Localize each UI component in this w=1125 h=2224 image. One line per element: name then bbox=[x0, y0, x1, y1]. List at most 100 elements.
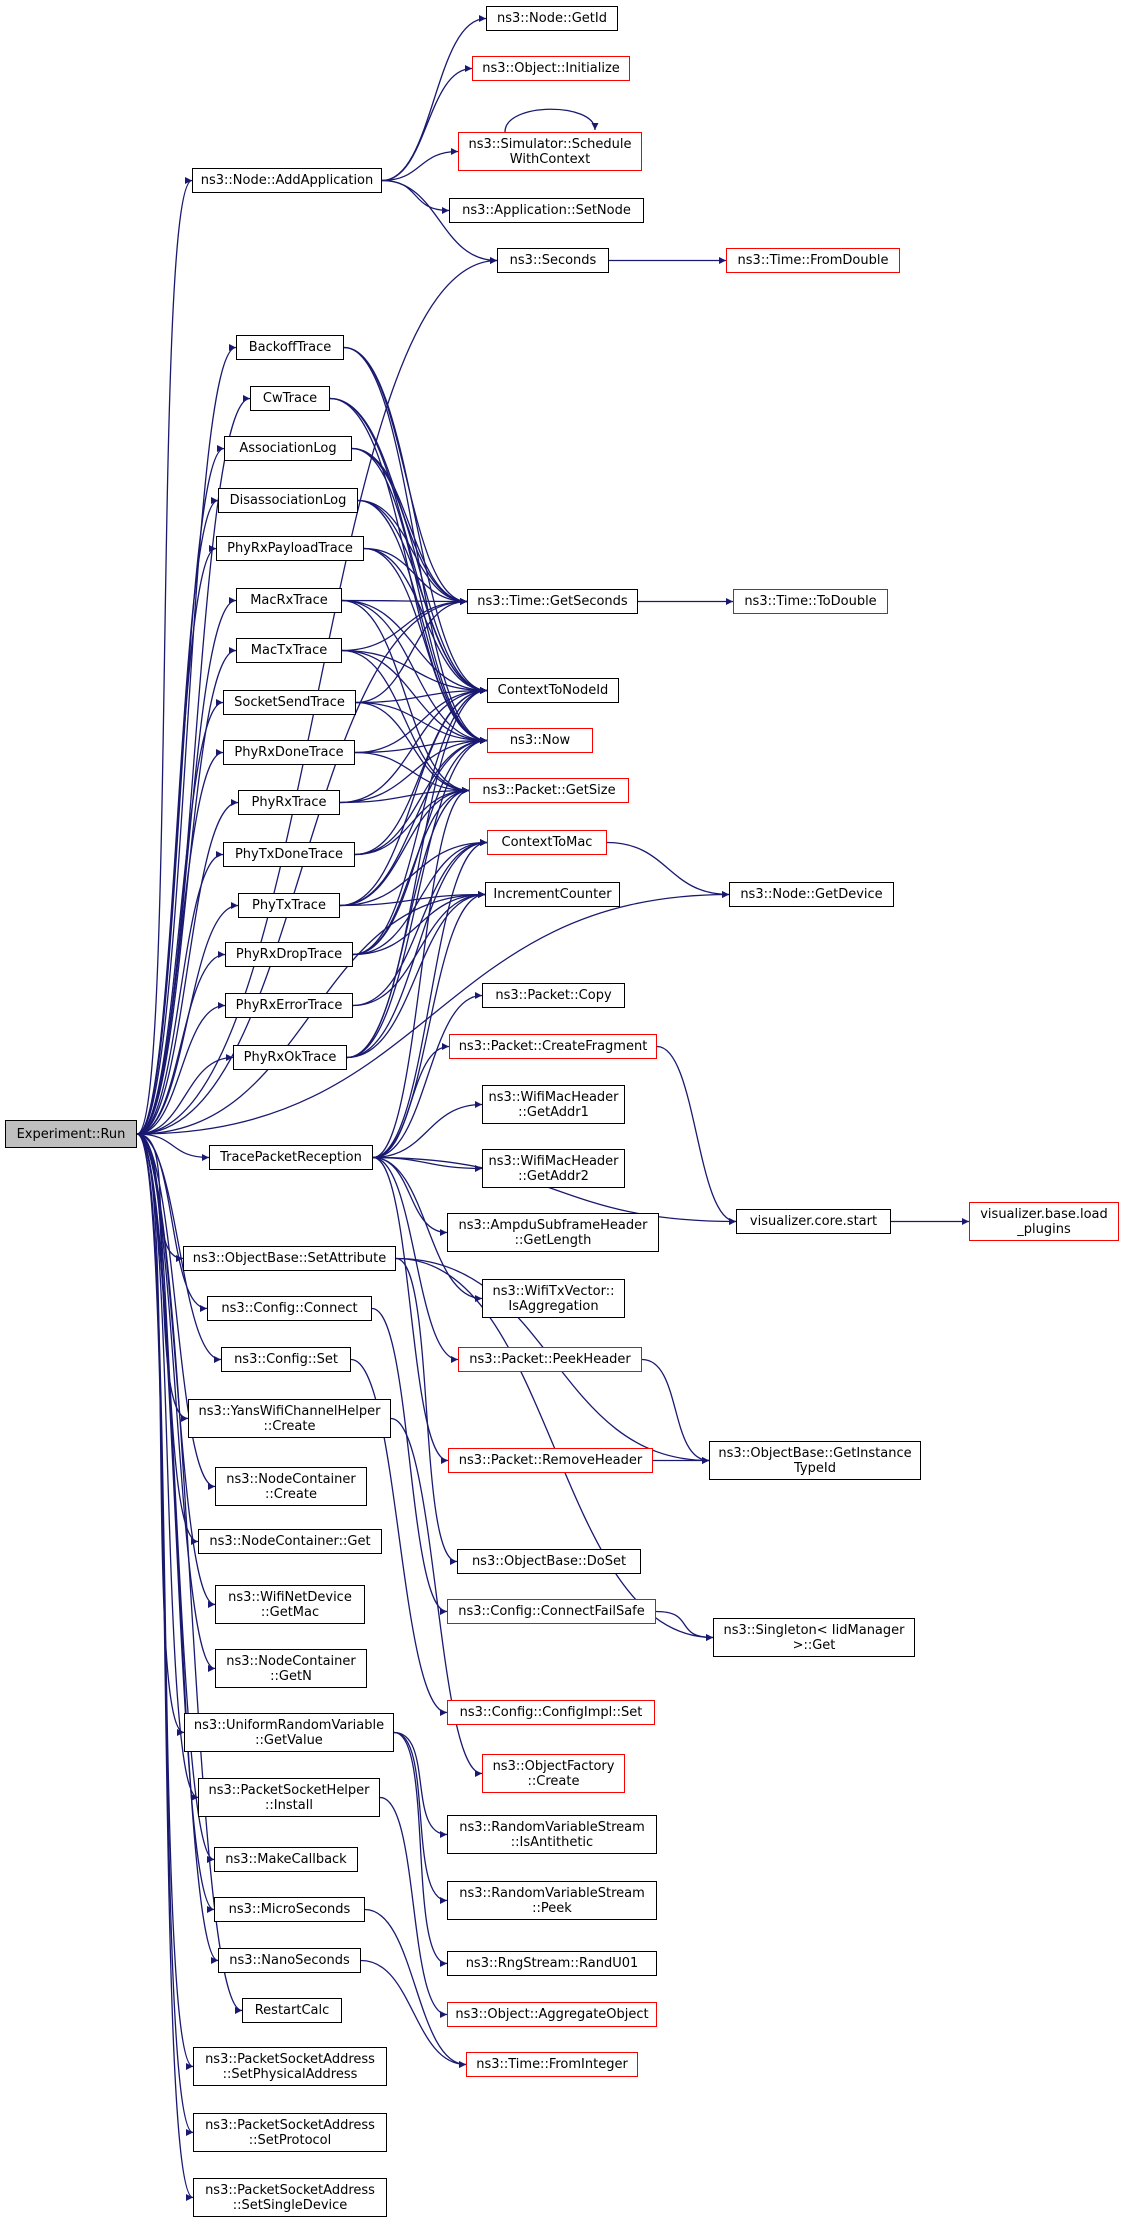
node-phytxdone[interactable]: PhyTxDoneTrace bbox=[223, 842, 355, 867]
node-isagg[interactable]: ns3::WifiTxVector::IsAggregation bbox=[482, 1279, 625, 1318]
node-setattr[interactable]: ns3::ObjectBase::SetAttribute bbox=[183, 1246, 396, 1271]
node-aggobj[interactable]: ns3::Object::AggregateObject bbox=[447, 2002, 657, 2027]
node-label: DisassociationLog bbox=[229, 493, 347, 508]
node-randu01[interactable]: ns3::RngStream::RandU01 bbox=[447, 1951, 657, 1976]
edge-phyrxpayload-to-now bbox=[363, 547, 488, 744]
node-todouble[interactable]: ns3::Time::ToDouble bbox=[733, 589, 888, 614]
node-createfrag[interactable]: ns3::Packet::CreateFragment bbox=[449, 1034, 657, 1059]
edge-root-to-phyrxdone bbox=[136, 749, 224, 1135]
node-label: ns3::Seconds bbox=[509, 253, 597, 268]
node-phytx[interactable]: PhyTxTrace bbox=[238, 893, 340, 918]
edge-urvget-to-randu01 bbox=[393, 1731, 448, 1967]
node-cfgimplset[interactable]: ns3::Config::ConfigImpl::Set bbox=[447, 1700, 655, 1725]
edge-urvget-to-peek bbox=[393, 1731, 448, 1904]
node-singleton[interactable]: ns3::Singleton< IidManager>::Get bbox=[713, 1618, 915, 1657]
edge-root-to-addapp bbox=[136, 177, 193, 1135]
node-disassoc[interactable]: DisassociationLog bbox=[218, 488, 358, 513]
edge-phyrxdrop-to-getsize bbox=[352, 787, 470, 956]
node-urvget[interactable]: ns3::UniformRandomVariable::GetValue bbox=[184, 1713, 394, 1752]
edge-phyrxerr-to-ctxmac bbox=[352, 839, 488, 1007]
node-addr2[interactable]: ns3::WifiMacHeader::GetAddr2 bbox=[482, 1149, 625, 1188]
edge-phytxdone-to-ctxnode bbox=[354, 687, 488, 856]
node-label: ns3::WifiMacHeader bbox=[488, 1153, 619, 1169]
node-label: _plugins bbox=[1017, 1221, 1071, 1237]
node-phyrxdone[interactable]: PhyRxDoneTrace bbox=[223, 740, 355, 765]
node-peek[interactable]: ns3::RandomVariableStream::Peek bbox=[447, 1881, 657, 1920]
node-setsingle[interactable]: ns3::PacketSocketAddress::SetSingleDevic… bbox=[193, 2178, 387, 2217]
node-mactx[interactable]: MacTxTrace bbox=[236, 638, 342, 663]
node-cfgconnect[interactable]: ns3::Config::Connect bbox=[207, 1296, 372, 1321]
node-setproto[interactable]: ns3::PacketSocketAddress::SetProtocol bbox=[193, 2113, 387, 2152]
node-phyrxdrop[interactable]: PhyRxDropTrace bbox=[225, 942, 353, 967]
node-ctxnode[interactable]: ContextToNodeId bbox=[487, 678, 619, 703]
node-tracepkt[interactable]: TracePacketReception bbox=[209, 1145, 373, 1170]
node-nano[interactable]: ns3::NanoSeconds bbox=[218, 1948, 361, 1973]
node-label: ns3::WifiTxVector:: bbox=[492, 1283, 615, 1299]
node-addr1[interactable]: ns3::WifiMacHeader::GetAddr1 bbox=[482, 1085, 625, 1124]
node-restart[interactable]: RestartCalc bbox=[242, 1998, 342, 2023]
node-setnode[interactable]: ns3::Application::SetNode bbox=[449, 198, 644, 223]
node-getdevice[interactable]: ns3::Node::GetDevice bbox=[729, 882, 894, 907]
node-ctxmac[interactable]: ContextToMac bbox=[487, 830, 607, 855]
node-removehdr[interactable]: ns3::Packet::RemoveHeader bbox=[448, 1448, 653, 1473]
node-connfail[interactable]: ns3::Config::ConnectFailSafe bbox=[447, 1599, 656, 1624]
node-objinit[interactable]: ns3::Object::Initialize bbox=[472, 56, 630, 81]
node-label: ns3::Simulator::Schedule bbox=[468, 136, 632, 152]
node-micro[interactable]: ns3::MicroSeconds bbox=[214, 1897, 365, 1922]
node-getmac[interactable]: ns3::WifiNetDevice::GetMac bbox=[215, 1585, 365, 1624]
node-setphys[interactable]: ns3::PacketSocketAddress::SetPhysicalAdd… bbox=[193, 2047, 387, 2086]
edge-root-to-phyrxok bbox=[136, 1054, 234, 1135]
edge-createfrag-to-vizstart bbox=[656, 1045, 737, 1225]
node-backoff[interactable]: BackoffTrace bbox=[236, 335, 344, 360]
node-getseconds[interactable]: ns3::Time::GetSeconds bbox=[467, 589, 638, 614]
edge-tracepkt-to-ampdu bbox=[372, 1156, 448, 1236]
node-socksend[interactable]: SocketSendTrace bbox=[223, 690, 356, 715]
node-label: ::Install bbox=[265, 1797, 313, 1813]
node-inccounter[interactable]: IncrementCounter bbox=[485, 882, 620, 907]
node-cw[interactable]: CwTrace bbox=[250, 386, 330, 411]
node-vizload[interactable]: visualizer.base.load_plugins bbox=[969, 1202, 1119, 1241]
node-psinstall[interactable]: ns3::PacketSocketHelper::Install bbox=[198, 1778, 380, 1817]
node-label: PhyTxTrace bbox=[252, 898, 326, 913]
node-phyrxpayload[interactable]: PhyRxPayloadTrace bbox=[216, 536, 364, 561]
node-label: ns3::Now bbox=[509, 733, 571, 748]
node-root[interactable]: Experiment::Run bbox=[5, 1120, 137, 1148]
node-ncget[interactable]: ns3::NodeContainer::Get bbox=[198, 1529, 382, 1554]
node-doset[interactable]: ns3::ObjectBase::DoSet bbox=[457, 1549, 641, 1574]
node-isanti[interactable]: ns3::RandomVariableStream::IsAntithetic bbox=[447, 1815, 657, 1854]
node-addapp[interactable]: ns3::Node::AddApplication bbox=[192, 168, 382, 193]
node-nccreate[interactable]: ns3::NodeContainer::Create bbox=[215, 1467, 367, 1506]
node-label: PhyRxOkTrace bbox=[243, 1050, 337, 1065]
node-macrx[interactable]: MacRxTrace bbox=[236, 588, 342, 613]
node-label: ::SetSingleDevice bbox=[232, 2197, 348, 2213]
node-label: PhyRxPayloadTrace bbox=[227, 541, 353, 556]
node-ampdu[interactable]: ns3::AmpduSubframeHeader::GetLength bbox=[447, 1213, 659, 1252]
node-cfgset[interactable]: ns3::Config::Set bbox=[221, 1347, 351, 1372]
node-phyrxok[interactable]: PhyRxOkTrace bbox=[233, 1045, 347, 1070]
node-assoc[interactable]: AssociationLog bbox=[224, 436, 352, 461]
node-label: ns3::Application::SetNode bbox=[462, 203, 631, 218]
node-makecb[interactable]: ns3::MakeCallback bbox=[214, 1847, 358, 1872]
node-vizstart[interactable]: visualizer.core.start bbox=[736, 1209, 891, 1234]
edge-phyrxdone-to-getsize bbox=[354, 751, 470, 794]
node-seconds[interactable]: ns3::Seconds bbox=[497, 248, 609, 273]
node-getn[interactable]: ns3::NodeContainer::GetN bbox=[215, 1649, 367, 1688]
node-phyrxerr[interactable]: PhyRxErrorTrace bbox=[225, 993, 353, 1018]
node-pktcopy[interactable]: ns3::Packet::Copy bbox=[482, 983, 625, 1008]
node-fromdouble[interactable]: ns3::Time::FromDouble bbox=[726, 248, 900, 273]
node-label: ::GetAddr1 bbox=[518, 1104, 589, 1120]
node-getid[interactable]: ns3::Node::GetId bbox=[486, 6, 618, 31]
node-phyrx[interactable]: PhyRxTrace bbox=[238, 790, 340, 815]
node-getsize[interactable]: ns3::Packet::GetSize bbox=[469, 778, 629, 803]
node-peekhdr[interactable]: ns3::Packet::PeekHeader bbox=[458, 1347, 642, 1372]
node-objfactory[interactable]: ns3::ObjectFactory::Create bbox=[482, 1754, 625, 1793]
edge-socksend-to-getseconds bbox=[355, 598, 468, 704]
edge-disassoc-to-now bbox=[357, 499, 488, 744]
node-yanscreate[interactable]: ns3::YansWifiChannelHelper::Create bbox=[188, 1399, 391, 1438]
node-fromint[interactable]: ns3::Time::FromInteger bbox=[466, 2052, 638, 2077]
node-label: ns3::NodeContainer bbox=[226, 1653, 356, 1669]
node-now[interactable]: ns3::Now bbox=[487, 728, 593, 753]
